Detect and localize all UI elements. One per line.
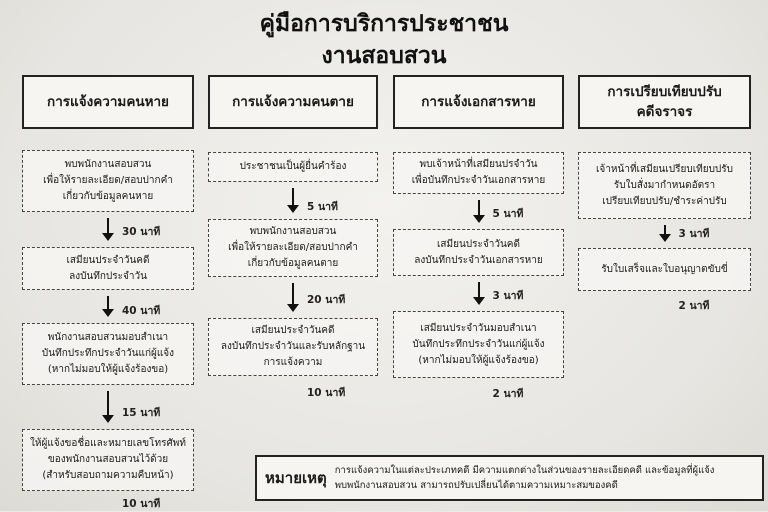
duration-label: 10 นาที <box>307 387 346 399</box>
duration-label: 30 นาที <box>122 226 161 238</box>
arrow-down-icon <box>102 391 114 423</box>
column-header: การแจ้งเอกสารหาย <box>393 75 564 129</box>
arrow-down-icon <box>287 283 299 312</box>
step-box: เสมียนประจำวันคดี ลงบันทึกประจำวันและรับ… <box>208 318 378 376</box>
step-box: เสมียนประจำวันคดี ลงบันทึกประจำวันเอกสาร… <box>393 229 564 276</box>
arrow-down-icon <box>102 218 114 241</box>
note-text: การแจ้งความในแต่ละประเภทคดี มีความแตกต่า… <box>334 465 715 491</box>
arrow-down-icon <box>472 282 485 305</box>
duration-label: 20 นาที <box>307 294 346 306</box>
duration-label: 10 นาที <box>122 498 161 510</box>
step-box: พบพนักงานสอบสวน เพื่อให้รายละเอียด/สอบปา… <box>22 150 194 212</box>
duration-label: 3 นาที <box>678 228 710 240</box>
duration-label: 15 นาที <box>122 407 161 419</box>
column-header: การแจ้งความคนตาย <box>208 75 378 129</box>
column-header: การแจ้งความคนหาย <box>22 75 194 129</box>
page-title: คู่มือการบริการประชาชน <box>259 11 509 37</box>
step-box: เจ้าหน้าที่เสมียนเปรียบเทียบปรับ รับใบสั… <box>578 152 751 219</box>
step-box: พบพนักงานสอบสวน เพื่อให้รายละเอียด/สอบปา… <box>208 219 378 277</box>
note-label: หมายเหตุ <box>265 469 327 487</box>
column-header: การเปรียบเทียบปรับ คดีจราจร <box>578 75 751 129</box>
duration-label: 5 นาที <box>307 201 338 213</box>
note-box: หมายเหตุ การแจ้งความในแต่ละประเภทคดี มีค… <box>255 455 764 501</box>
step-box: พบเจ้าหน้าที่เสมียนปรจำวัน เพื่อบันทึกปร… <box>393 152 564 194</box>
duration-label: 5 นาที <box>492 208 524 220</box>
step-box: เสมียนประจำวันมอบสำเนา บันทึกประทึกประจำ… <box>393 311 564 378</box>
duration-label: 3 นาที <box>492 290 524 302</box>
duration-label: 2 นาที <box>492 388 524 400</box>
page-subtitle: งานสอบสวน <box>321 43 447 69</box>
step-box: ประชาชนเป็นผู้ยื่นคำร้อง <box>208 152 378 182</box>
step-box: พนักงานสอบสวนมอบสำเนา บันทึกประทึกประจำว… <box>22 323 194 385</box>
arrow-down-icon <box>472 200 485 223</box>
step-box: เสมียนประจำวันคดี ลงบันทึกประจำวัน <box>22 247 194 290</box>
arrow-down-icon <box>658 225 671 242</box>
step-box: รับใบเสร็จและใบอนุญาตขับขี่ <box>578 248 751 291</box>
arrow-down-icon <box>102 296 114 317</box>
arrow-down-icon <box>287 188 299 213</box>
duration-label: 2 นาที <box>678 300 710 312</box>
step-box: ให้ผู้แจ้งขอชื่อและหมายเลขโทรศัพท์ ของพน… <box>22 429 194 491</box>
duration-label: 40 นาที <box>122 305 161 317</box>
